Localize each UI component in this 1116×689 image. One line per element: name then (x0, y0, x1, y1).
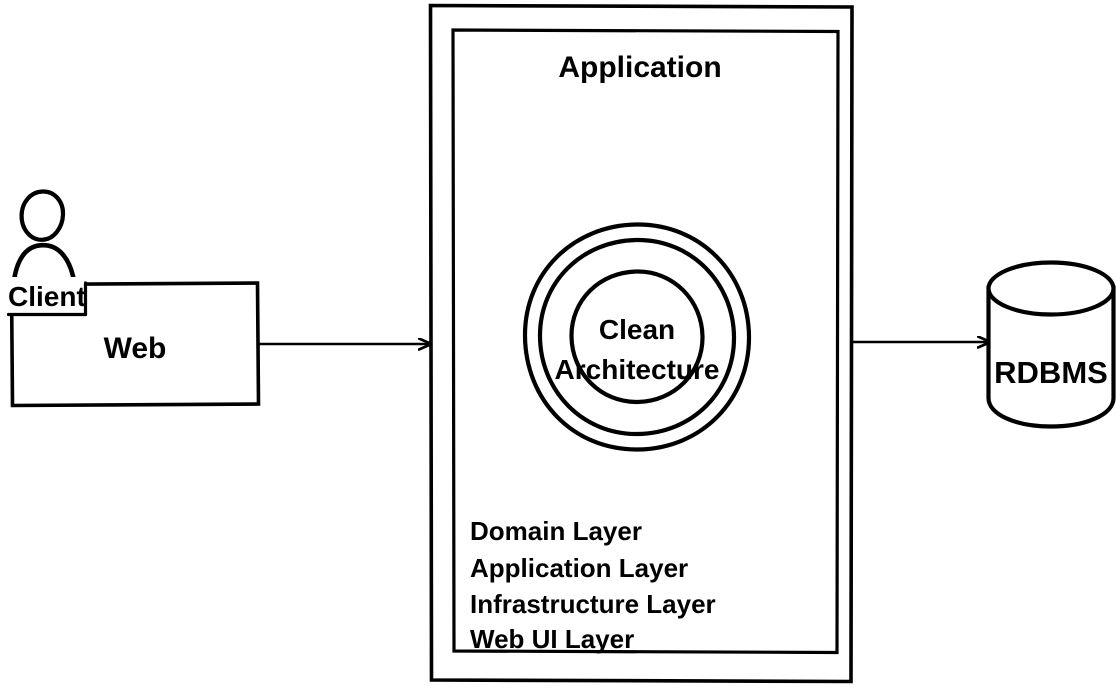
rings-label-line-1: Clean (599, 314, 675, 345)
layer-item-infrastructure: Infrastructure Layer (470, 589, 716, 619)
web-label: Web (104, 332, 167, 365)
database-cylinder-icon[interactable] (986, 260, 1116, 429)
layer-item-application: Application Layer (470, 553, 688, 583)
layer-item-web-ui: Web UI Layer (470, 624, 634, 654)
client-label-chip (6, 277, 88, 317)
application-box[interactable] (428, 3, 854, 684)
layer-item-domain: Domain Layer (470, 516, 642, 546)
database-label: RDBMS (994, 355, 1108, 390)
clean-architecture-rings (522, 222, 752, 452)
application-inner-border (451, 28, 840, 655)
application-label: Application (558, 51, 721, 84)
client-actor-label: Client (8, 281, 86, 312)
rings-label-line-2: Architecture (555, 354, 720, 385)
application-layer-list: Domain Layer Application Layer Infrastru… (470, 516, 716, 654)
